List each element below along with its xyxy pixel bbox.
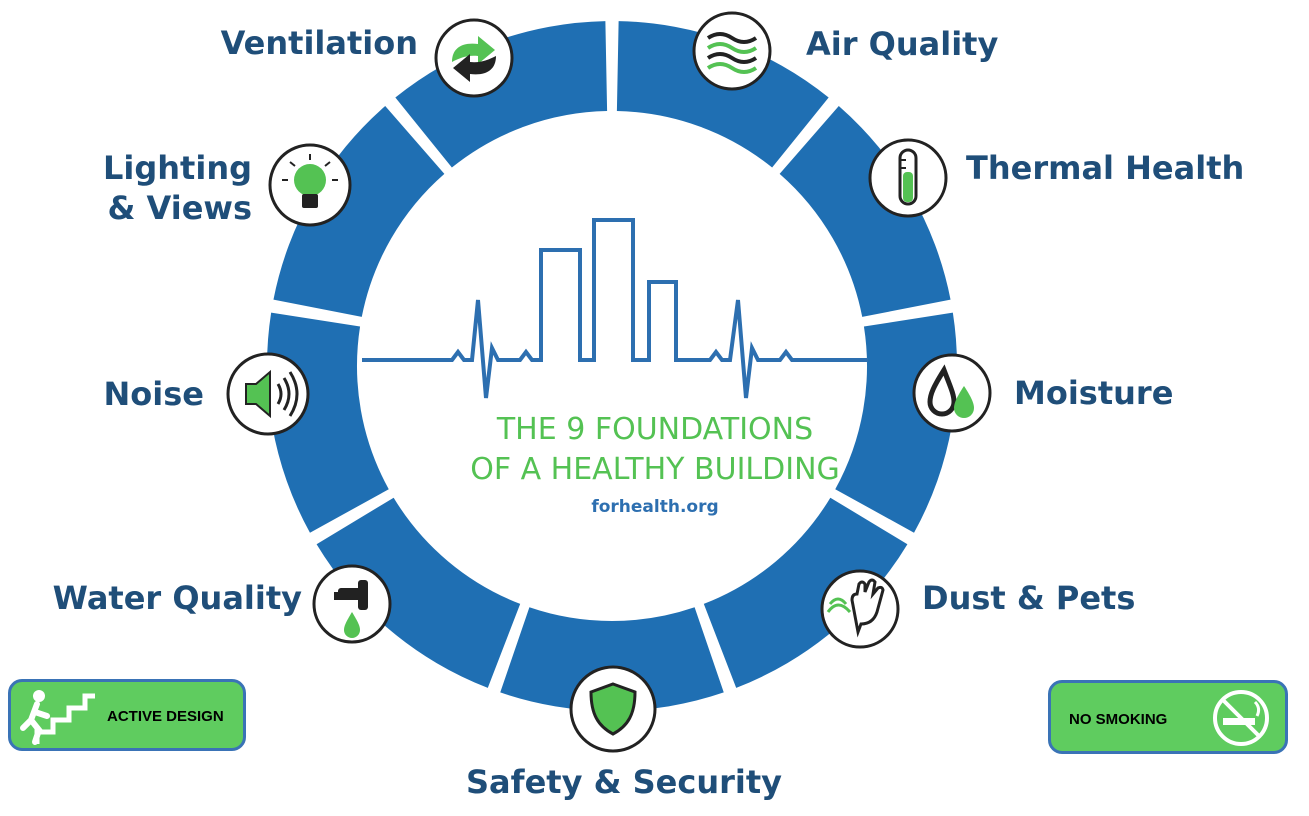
air-waves-icon (692, 11, 772, 91)
speaker-icon (226, 352, 310, 436)
skyline-heartbeat-line (362, 218, 868, 399)
website-url: forhealth.org (591, 497, 719, 517)
ring-segment-water-quality (316, 497, 521, 688)
label-thermal-health: Thermal Health (966, 149, 1245, 187)
water-drops-icon (912, 353, 992, 433)
label-ventilation: Ventilation (220, 24, 418, 62)
ring-segment-dust-pets (703, 497, 908, 688)
ring-segment-ventilation (395, 21, 608, 168)
no-smoking-icon (1213, 690, 1269, 746)
label-noise: Noise (103, 375, 204, 413)
label-dust-pets: Dust & Pets (922, 579, 1136, 617)
wiping-hand-icon (820, 569, 900, 649)
active-design-badge: ACTIVE DESIGN (8, 679, 246, 751)
stairs-climber-icon (20, 690, 95, 745)
label-air-quality: Air Quality (806, 25, 999, 63)
lightbulb-icon (268, 143, 352, 227)
ventilation-arrows-icon (434, 18, 514, 98)
center-title-line1: THE 9 FOUNDATIONS (496, 412, 814, 447)
label-safety-security: Safety & Security (466, 763, 783, 801)
thermometer-icon (868, 138, 948, 218)
label-water-quality: Water Quality (52, 579, 302, 617)
center-title-line2: OF A HEALTHY BUILDING (470, 452, 840, 487)
ring-segment-safety-security (500, 607, 724, 711)
ring-segment-thermal-health (779, 106, 951, 317)
label-lighting-views-line1: Lighting (103, 149, 252, 187)
ring-segments (267, 21, 958, 711)
no-smoking-badge: NO SMOKING (1048, 680, 1288, 754)
label-moisture: Moisture (1014, 374, 1174, 412)
faucet-icon (312, 564, 392, 644)
shield-icon (569, 665, 657, 753)
ring-segment-lighting-views (273, 106, 445, 317)
active-design-label: ACTIVE DESIGN (107, 708, 224, 725)
no-smoking-label: NO SMOKING (1069, 711, 1168, 728)
ring-segment-air-quality (616, 21, 829, 168)
label-lighting-views-line2: & Views (107, 189, 252, 227)
